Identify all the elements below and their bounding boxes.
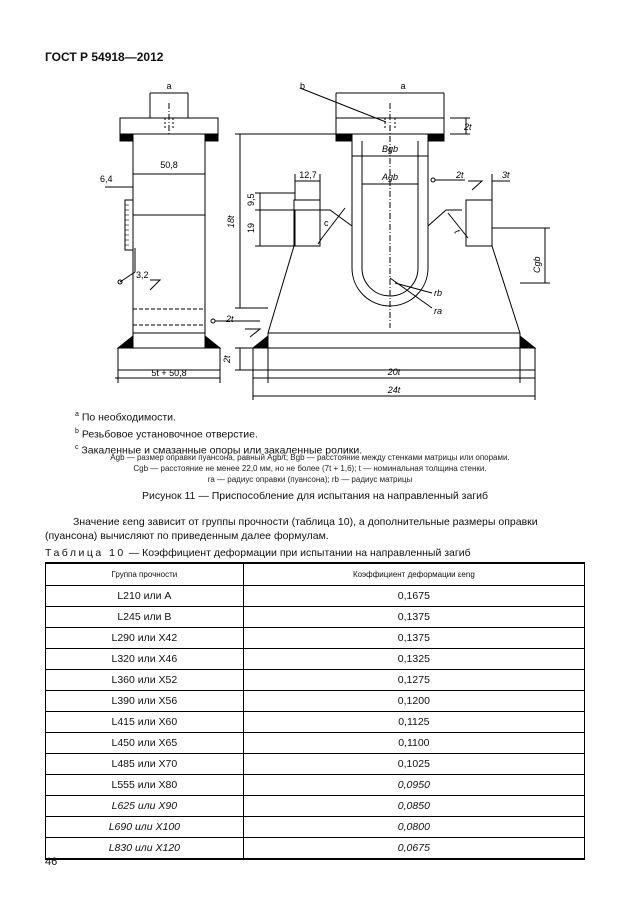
legend-line-3: ra — радиус оправки (пуансона); rb — рад… (207, 475, 413, 484)
label-50-8: 50,8 (160, 160, 178, 170)
symbols-legend: Agb — размер оправки пуансона, равный Ag… (60, 452, 560, 485)
cell-coefficient: 0,1125 (242, 711, 586, 733)
cell-group: L360 или X52 (45, 669, 244, 691)
label-agb: Agb (381, 172, 398, 182)
cell-coefficient: 0,1275 (242, 669, 586, 691)
label-2t-right: 2t (455, 170, 464, 180)
cell-group: L485 или X70 (45, 753, 244, 775)
column-header-coefficient: Коэффициент деформации εeng (242, 562, 586, 586)
cell-coefficient: 0,0675 (242, 837, 586, 860)
label-2t-left: 2t (222, 355, 232, 364)
legend-line-1: Agb — размер оправки пуансона, равный Ag… (110, 453, 510, 462)
figure-caption: Рисунок 11 — Приспособление для испытани… (141, 490, 489, 502)
figure-footnotes: a По необходимости. b Резьбовое установо… (75, 408, 362, 458)
label-19: 19 (246, 223, 256, 233)
label-5t-50-8: 5t + 50,8 (151, 368, 186, 378)
label-bgb: Bgb (382, 144, 398, 154)
label-12-7: 12,7 (299, 170, 317, 180)
cell-coefficient: 0,0850 (242, 795, 586, 817)
cell-coefficient: 0,1025 (242, 753, 586, 775)
legend-line-2: Cgb — расстояние не менее 22,0 мм, но не… (133, 464, 487, 473)
cell-group: L245 или B (45, 606, 244, 628)
footnote-b: b Резьбовое установочное отверстие. (75, 427, 258, 441)
bend-test-fixture-drawing: a 50,8 6,4 3,2 2t 5t + 50,8 2t b a 2t Bg… (100, 81, 550, 400)
label-a-left: a (166, 81, 171, 91)
label-9-5: 9,5 (246, 193, 256, 206)
body-paragraph: Значение εeng зависит от группы прочност… (45, 516, 538, 542)
cell-group: L625 или X90 (45, 795, 244, 817)
label-t: t (452, 227, 462, 235)
page-number: 46 (45, 856, 58, 868)
table-title: Таблица 10 — Коэффициент деформации при … (45, 547, 471, 559)
cell-group: L210 или A (45, 585, 244, 607)
cell-group: L450 или X65 (45, 732, 244, 754)
cell-coefficient: 0,1675 (242, 585, 586, 607)
label-3-2: 3,2 (136, 270, 149, 280)
label-20t: 20t (387, 367, 401, 377)
cell-coefficient: 0,1325 (242, 648, 586, 670)
label-24t: 24t (387, 385, 401, 395)
cell-group: L390 или X56 (45, 690, 244, 712)
label-2t-top: 2t (463, 122, 472, 132)
cell-coefficient: 0,0800 (242, 816, 586, 838)
cell-coefficient: 0,1375 (242, 627, 586, 649)
cell-group: L415 или X60 (45, 711, 244, 733)
label-c: c (324, 218, 329, 228)
label-2t-mid: 2t (225, 314, 234, 324)
cell-group: L290 или X42 (45, 627, 244, 649)
deformation-table: Группа прочности Коэффициент деформации … (45, 562, 586, 860)
footnote-a: a По необходимости. (75, 411, 176, 424)
footnote-c: c Закаленные и смазанные опоры или закал… (75, 444, 363, 457)
cell-group: L830 или X120 (45, 837, 244, 860)
label-cgb: Cgb (532, 256, 542, 273)
cell-group: L690 или X100 (45, 816, 244, 838)
label-ra: ra (434, 306, 442, 316)
label-b: b (300, 81, 305, 91)
label-3t: 3t (502, 170, 510, 180)
cell-coefficient: 0,1200 (242, 690, 586, 712)
cell-coefficient: 0,1375 (242, 606, 586, 628)
cell-coefficient: 0,0950 (242, 774, 586, 796)
label-18t: 18t (226, 215, 236, 228)
label-6-4: 6,4 (100, 174, 113, 184)
cell-group: L555 или X80 (45, 774, 244, 796)
cell-coefficient: 0,1100 (242, 732, 586, 754)
label-a-right: a (400, 81, 405, 91)
document-header: ГОСТ Р 54918—2012 (45, 50, 164, 64)
label-rb: rb (434, 288, 442, 298)
cell-group: L320 или X46 (45, 648, 244, 670)
column-header-group: Группа прочности (45, 562, 244, 586)
